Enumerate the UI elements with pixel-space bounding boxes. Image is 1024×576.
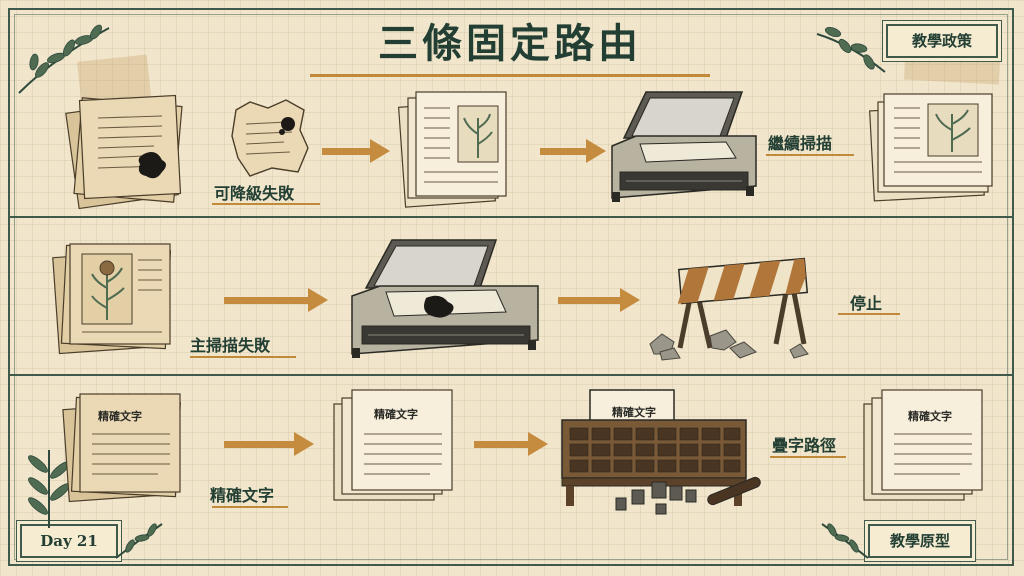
sheet-text: 精確文字 xyxy=(374,407,418,421)
leaf-sprig-icon xyxy=(816,26,886,73)
sheet-text: 精確文字 xyxy=(908,409,952,423)
leaf-sprig-icon xyxy=(18,24,110,94)
paper-stack-icon: 精確文字 xyxy=(863,389,983,501)
label-underline xyxy=(212,203,320,205)
day-badge: Day 21 xyxy=(20,524,118,558)
label-underline xyxy=(838,313,900,315)
paper-stack-icon xyxy=(52,243,172,355)
inner-frame xyxy=(14,14,1008,560)
arrow-right-icon xyxy=(474,432,548,456)
paper-stack-icon: 精確文字 xyxy=(62,393,181,503)
arrow-right-icon xyxy=(558,288,640,312)
leaf-sprig-icon xyxy=(821,523,869,559)
sheet-text: 精確文字 xyxy=(98,409,142,423)
paper-stack-icon: 精確文字 xyxy=(333,389,453,501)
label-underline xyxy=(766,154,854,156)
row2-left-label: 主掃描失敗 xyxy=(190,336,271,355)
label-underline xyxy=(190,356,296,358)
scanner-icon xyxy=(611,91,757,202)
page-title: 三條固定路由 xyxy=(378,20,642,67)
type-case-icon: 精確文字 xyxy=(561,389,761,515)
row1-right-label: 繼續掃描 xyxy=(768,134,833,153)
outer-frame xyxy=(8,8,1014,566)
barricade-icon xyxy=(649,257,809,361)
arrow-right-icon xyxy=(540,139,606,163)
row3-left-label: 精確文字 xyxy=(210,486,275,505)
arrow-right-icon xyxy=(322,139,390,163)
paper-stack-icon xyxy=(398,91,507,208)
label-underline xyxy=(770,456,846,458)
row-divider xyxy=(10,216,1014,218)
row2-right-label: 停止 xyxy=(850,294,883,313)
damaged-paper-stack-icon xyxy=(65,94,183,210)
paper-stack-icon xyxy=(869,93,993,202)
label-underline xyxy=(212,506,288,508)
torn-paper-icon xyxy=(231,99,309,177)
title-underline xyxy=(310,74,710,77)
leaf-sprig-icon xyxy=(115,523,163,559)
scanner-icon xyxy=(351,239,539,358)
policy-badge: 教學政策 xyxy=(886,24,998,58)
arrow-right-icon xyxy=(224,288,328,312)
sheet-text: 精確文字 xyxy=(612,405,656,419)
arrow-right-icon xyxy=(224,432,314,456)
row3-right-label: 疊字路徑 xyxy=(772,436,837,455)
prototype-badge: 教學原型 xyxy=(868,524,972,558)
row-divider xyxy=(10,374,1014,376)
row1-left-label: 可降級失敗 xyxy=(214,184,295,203)
